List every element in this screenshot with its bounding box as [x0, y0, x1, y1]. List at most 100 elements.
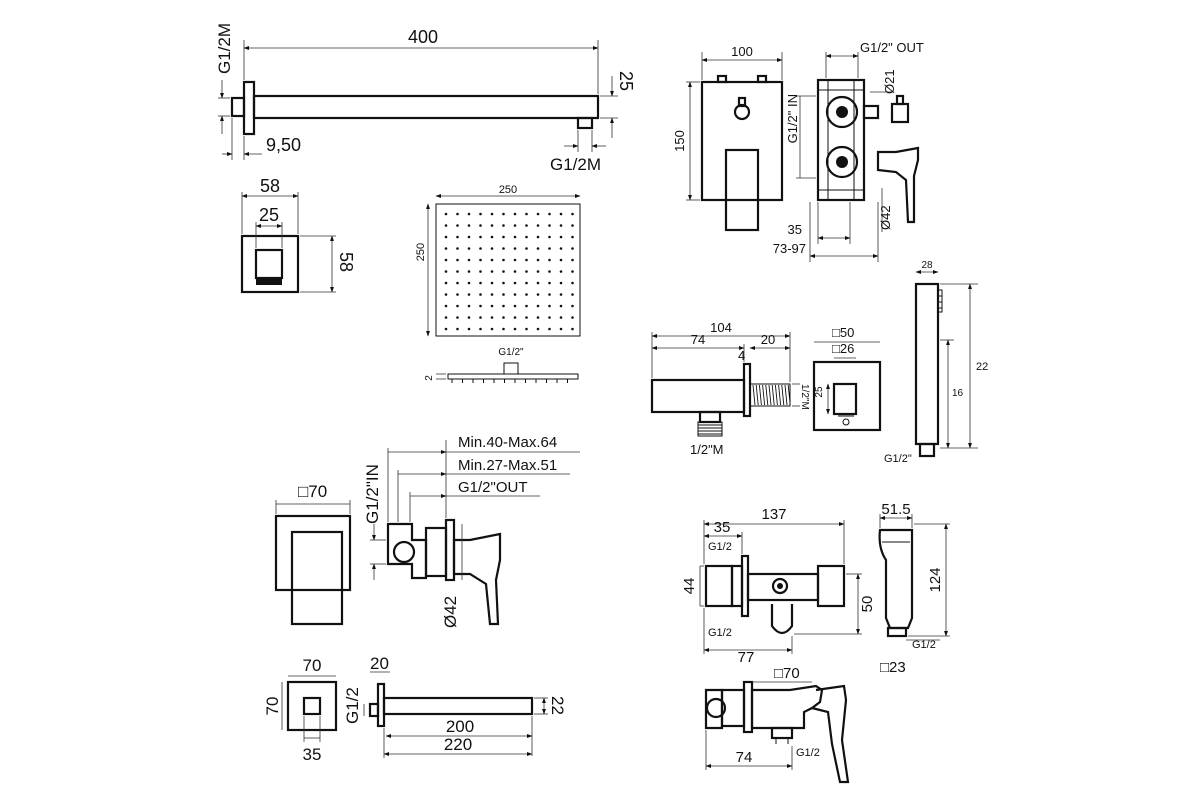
- mixer-range-label: 73-97: [773, 241, 806, 256]
- spout-total-label: 220: [444, 735, 472, 754]
- mixer-width-label: 100: [731, 44, 753, 59]
- nozzle-dot: [571, 247, 574, 250]
- nozzle-dot: [502, 212, 505, 216]
- bidet-shower-base-label: □23: [880, 659, 906, 676]
- plate-height-label: 25: [814, 386, 825, 398]
- nozzle-dot: [479, 258, 482, 262]
- nozzle-dot: [513, 293, 517, 296]
- nozzle-dot: [571, 304, 574, 308]
- head-inlet-label: G1/2": [498, 347, 524, 358]
- arm-outlet-nipple: [576, 116, 594, 130]
- diverter-side-knob: [890, 102, 910, 124]
- nozzle-dot: [490, 212, 494, 216]
- mixer-plate-tab-left: [716, 74, 728, 84]
- nozzle-dot: [490, 270, 494, 273]
- mixer-square-lever: [290, 530, 344, 626]
- arm-wall-thread: [230, 96, 246, 118]
- nozzle-dot: [513, 327, 517, 331]
- spout-plate-center: [302, 696, 322, 716]
- nozzle-dot: [548, 270, 551, 273]
- nozzle-dot: [513, 270, 517, 273]
- nozzle-dot: [479, 270, 482, 273]
- mixer-depth-label: 35: [788, 222, 802, 237]
- spout-tube: [382, 696, 534, 716]
- nozzle-dot: [479, 316, 482, 319]
- nozzle-dot: [467, 270, 471, 273]
- thread-line: [771, 384, 775, 406]
- thread-line: [768, 384, 772, 406]
- thread-line: [755, 384, 759, 406]
- nozzle-dot: [571, 258, 574, 262]
- nozzle-dot: [525, 293, 528, 296]
- nozzle-dot: [559, 247, 563, 250]
- nozzle-dot: [444, 327, 448, 331]
- nozzle-dot: [525, 304, 528, 308]
- nozzle-dot: [536, 247, 540, 250]
- mixer-plate-label: □70: [298, 482, 327, 501]
- mixer-valve-port: [392, 540, 416, 564]
- mixer-side-nut: [862, 104, 880, 120]
- bidet-valve-inlet: [704, 564, 734, 608]
- mixer-in-label-2: G1/2"IN: [363, 464, 382, 524]
- nozzle-dot: [502, 281, 505, 285]
- nozzle-dot: [559, 270, 563, 273]
- bidet-shower-height-label: 124: [927, 567, 944, 592]
- nozzle-dot: [490, 293, 494, 296]
- nozzle-dot: [490, 281, 494, 285]
- nozzle-dot: [479, 224, 482, 227]
- nozzle-dot: [571, 293, 574, 296]
- nozzle-dot: [490, 224, 494, 227]
- mixer-lever-profile: [452, 532, 502, 626]
- bidet-valve-body-label: 35: [714, 519, 731, 536]
- thread-line: [765, 384, 769, 406]
- spout-plate-height-label: 70: [263, 697, 282, 716]
- shower-arm-drawing: 400 25 G1/2M 9,50 G1/2M: [215, 23, 636, 174]
- bidet-mixer-plate-label: □70: [774, 665, 800, 682]
- nozzle-dot: [456, 293, 459, 296]
- nozzle-dot: [479, 281, 482, 285]
- bidet-mixer-outlet: [770, 726, 794, 740]
- flange-width-label: 58: [260, 176, 280, 196]
- bidet-valve-thread-top-label: G1/2: [708, 541, 732, 553]
- nozzle-dot: [525, 224, 528, 227]
- spout-reach-label: 200: [446, 717, 474, 736]
- handshower-body: [914, 282, 940, 446]
- nozzle-dot: [559, 235, 563, 239]
- bidet-valve-body: [746, 572, 820, 602]
- flange-inner-block: [256, 278, 282, 285]
- nozzle-dot: [444, 316, 448, 319]
- nozzle-dot: [559, 327, 563, 331]
- nozzle-dot: [467, 224, 471, 227]
- outlet-body-label: 74: [691, 332, 705, 347]
- arm-tube: [252, 94, 600, 120]
- head-nozzles: [444, 212, 574, 331]
- nozzle-dot: [467, 304, 471, 308]
- nozzle-dot: [571, 281, 574, 285]
- nozzle-dot: [525, 247, 528, 250]
- bidet-shower-thread: [886, 626, 908, 638]
- nozzle-dot: [490, 258, 494, 262]
- nozzle-dot: [571, 316, 574, 319]
- spout-plate-width-label: 70: [303, 656, 322, 675]
- upper-port: [825, 95, 859, 129]
- head-width-label: 250: [499, 184, 517, 196]
- mixer-dia-bottom-label: Ø42: [878, 205, 893, 230]
- spout-plate-inner-label: 35: [303, 745, 322, 764]
- bidet-valve-depth-label: 77: [738, 649, 755, 666]
- nozzle-dot: [525, 281, 528, 285]
- bidet-valve-thread-bottom-label: G1/2: [708, 627, 732, 639]
- outlet-thread-length-label: 20: [761, 332, 775, 347]
- outlet-body: [650, 378, 746, 414]
- flange-height-label: 58: [336, 252, 356, 272]
- bidet-mixer-drawing: □70 G1/2 74: [704, 665, 850, 784]
- bidet-valve-knob: [816, 564, 846, 608]
- bidet-valve-drawing: 137 35 G1/2 44 G1/2 77 50: [681, 506, 876, 666]
- plate-outer-label: □50: [832, 325, 854, 340]
- outlet-thread-lines: [752, 384, 791, 406]
- nozzle-dot: [456, 247, 459, 250]
- single-lever-mixer-drawing: □70 Min.40-Max.64 Min.27-Max.51 G1/2"OUT…: [274, 434, 580, 628]
- nozzle-dot: [444, 304, 448, 308]
- nozzle-dot: [502, 270, 505, 273]
- mixer-cartridge: [424, 526, 448, 578]
- nozzle-dot: [479, 235, 482, 239]
